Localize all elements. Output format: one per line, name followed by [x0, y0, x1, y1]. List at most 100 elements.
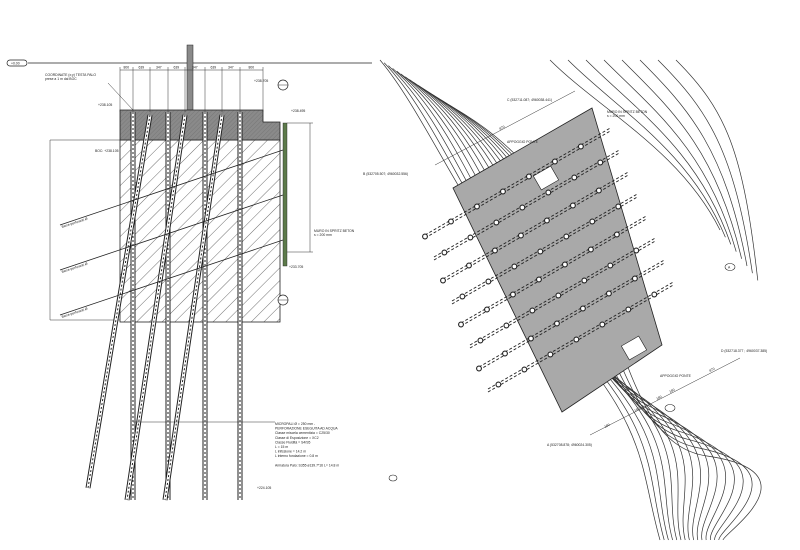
contour-line	[549, 59, 721, 231]
pile-head	[631, 275, 638, 282]
pile-head	[503, 322, 510, 329]
pile-head	[545, 189, 552, 196]
contour-line	[657, 59, 753, 274]
dimension-line	[434, 90, 576, 166]
anchor-bar	[59, 149, 284, 226]
pile-head	[467, 234, 474, 241]
pile-head	[499, 188, 506, 195]
pile-row-line	[478, 259, 666, 368]
pile-head	[573, 336, 580, 343]
spritz-wall	[282, 122, 288, 267]
note-line: L = 15 m	[275, 445, 288, 449]
dimension-label: 639	[174, 66, 180, 70]
contour-line	[621, 59, 742, 259]
pile-row-line	[451, 193, 639, 302]
pile-head	[605, 290, 612, 297]
pile-row-line	[451, 196, 639, 305]
section-marker	[388, 474, 398, 482]
section-marker	[724, 263, 736, 271]
support-label: APPOGGIO PONTE	[660, 374, 692, 378]
pile-head	[511, 263, 518, 270]
pile-head	[537, 248, 544, 255]
point-d-label: D (532718.377 ; 4960037.385)	[721, 349, 767, 353]
dimension-label: 870	[709, 367, 716, 373]
pile-row-line	[433, 149, 621, 258]
pile-head	[459, 293, 466, 300]
dimension-label: 347	[192, 66, 198, 70]
pile-head	[484, 306, 490, 313]
dimension-label: 870	[499, 125, 506, 131]
pile-head	[547, 351, 554, 358]
bridge-support-top	[532, 165, 560, 191]
pile-row-line	[487, 284, 675, 393]
pile-head	[561, 261, 568, 268]
pile-notes: MICROPALI Ø = 250 mm -PERFORAZIONE ESEGU…	[133, 421, 339, 467]
micropile-rebar	[87, 114, 151, 489]
plan-pile-rows	[422, 127, 675, 393]
elevation-label: +233.705	[289, 265, 303, 269]
pile-head	[519, 204, 526, 211]
contour-line	[603, 59, 737, 252]
pile-head	[485, 278, 492, 285]
anchor-label: Barre perforanti Ø	[61, 262, 88, 274]
point-c-label: C (532711.087; 4960038.441)	[507, 98, 552, 102]
contour-line	[639, 59, 748, 267]
contour-line	[585, 59, 732, 245]
point-a-label: A (532708.878; 4960024.305)	[547, 443, 592, 447]
dimension-label: 639	[211, 66, 217, 70]
elevation-label: +238.495	[291, 109, 305, 113]
pile-row-line	[433, 152, 621, 261]
pile-head	[493, 219, 500, 226]
bridge-support-bottom	[620, 335, 648, 361]
pile-head	[569, 202, 576, 209]
pile-row-line	[487, 281, 675, 390]
anchor-bar	[59, 239, 284, 316]
note-line: L infissione = 14.2 m	[275, 450, 306, 454]
pile-head	[595, 187, 602, 194]
anchor-bar	[59, 194, 284, 271]
micropile-rebar	[164, 114, 223, 501]
foundation-slab	[452, 107, 663, 413]
note-line: Classe miscela cementizia = C25/30	[275, 431, 330, 435]
coord-note: COORDINATE (x;y) TESTA PALO	[45, 73, 96, 77]
pile-head	[525, 173, 532, 180]
pile-row-line	[442, 174, 630, 283]
micropiles	[85, 112, 243, 501]
pile-cap	[119, 109, 281, 141]
pile-head	[510, 291, 516, 298]
section-marker	[664, 404, 676, 412]
pile-head	[613, 231, 620, 238]
note-line: Armatura Palo: S355 ø139.7*16 L= 14.8 m	[275, 463, 339, 467]
contour-line	[675, 59, 759, 281]
pile-row-line	[460, 215, 648, 324]
pile-head	[474, 203, 480, 210]
contour-line	[567, 59, 726, 238]
pile-head	[477, 337, 484, 344]
level-zero-label: +0.00	[11, 61, 20, 65]
pile-row-line	[424, 130, 612, 239]
pile-head	[476, 365, 482, 372]
pile-head	[492, 247, 498, 254]
pile-row-line	[424, 127, 612, 236]
pile-head	[495, 381, 502, 388]
plan-wall-label: s = 200 mm	[607, 114, 625, 118]
micropile-rebar	[126, 114, 186, 501]
pile-head	[517, 232, 524, 239]
dimension-label: 800	[124, 66, 130, 70]
anchor-label: Barre perforanti Ø	[61, 307, 88, 319]
dimension-label: 180	[634, 407, 641, 413]
pile-head	[599, 321, 606, 328]
dimension-line	[589, 357, 741, 436]
pile-head	[543, 217, 550, 224]
pile-head	[587, 246, 594, 253]
pile-row-line	[442, 171, 630, 280]
pile-head	[625, 306, 632, 313]
pile-row-line	[460, 218, 648, 327]
dimension-label: 800	[249, 66, 255, 70]
soil-block	[119, 139, 281, 323]
note-line: MICROPALI Ø = 250 mm -	[275, 422, 315, 426]
bridge-column	[186, 44, 194, 111]
pile-head	[553, 320, 560, 327]
